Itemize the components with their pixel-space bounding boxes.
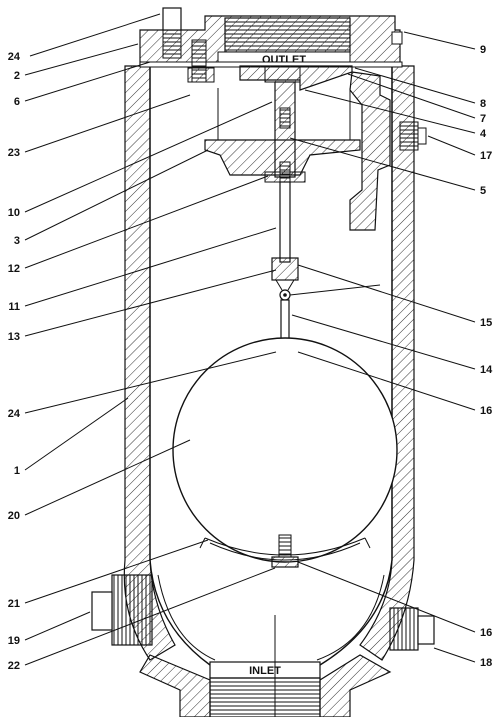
body-bottom-left (139, 654, 211, 717)
float-stud-lower (278, 534, 292, 558)
callout-12: 12 (8, 263, 20, 275)
callout-15: 15 (480, 317, 492, 329)
side-plug (399, 121, 419, 151)
inlet-opening: INLET (209, 661, 321, 717)
callout-9: 9 (480, 44, 486, 56)
cover-bolt-shank (162, 29, 182, 59)
body-bottom-curve (157, 574, 385, 661)
side-plug-head (417, 127, 427, 145)
baffle-tips (199, 537, 371, 549)
left-port-plug (91, 591, 113, 631)
lever-frame-right (349, 71, 391, 231)
cover-plug (391, 31, 403, 45)
callout-14: 14 (480, 364, 493, 376)
callout-5: 5 (480, 185, 486, 197)
callout-1: 1 (14, 465, 20, 477)
lever-pin (264, 171, 306, 183)
inlet-label: INLET (249, 665, 281, 677)
right-port-plug (417, 615, 435, 645)
callout-18: 18 (480, 657, 492, 669)
link-clevis (271, 257, 299, 281)
callout-3: 3 (14, 235, 20, 247)
lever-frame-left (217, 88, 351, 140)
float-baffle (204, 537, 366, 561)
callout-16-top: 16 (480, 405, 492, 417)
float-arm (279, 181, 291, 263)
callout-24-top: 24 (8, 51, 21, 63)
leader-lines (24, 13, 476, 666)
callout-8: 8 (480, 98, 486, 110)
callout-10: 10 (8, 207, 20, 219)
callout-24-float: 24 (8, 408, 21, 420)
right-side-port (389, 607, 435, 651)
callout-19: 19 (8, 635, 20, 647)
lever-mechanism (204, 65, 427, 379)
top-cover: OUTLET (139, 7, 403, 83)
callout-4: 4 (480, 128, 487, 140)
callout-20: 20 (8, 510, 20, 522)
callout-21: 21 (8, 598, 20, 610)
left-side-port (91, 574, 153, 646)
float-sphere (172, 337, 398, 563)
callout-11: 11 (8, 301, 20, 313)
link-pin-center (283, 293, 287, 297)
callout-6: 6 (14, 96, 20, 108)
left-port-threads (111, 574, 153, 646)
clevis-arms (275, 279, 295, 291)
orifice-button (264, 65, 301, 83)
callout-16-bottom: 16 (480, 627, 492, 639)
body-right-wall (359, 65, 415, 661)
callout-7: 7 (480, 113, 486, 125)
right-port-threads (389, 607, 419, 651)
callout-22: 22 (8, 660, 20, 672)
cover-bolt-head (162, 7, 182, 31)
body-bottom-right (319, 654, 392, 717)
stem-thread-upper (279, 107, 291, 129)
callout-2: 2 (14, 70, 20, 82)
seat-screw-boss (187, 67, 215, 83)
float-nut-lower (271, 556, 299, 568)
callout-13: 13 (8, 331, 20, 343)
callout-numbers: 24 2 6 23 10 3 12 11 13 24 1 20 21 19 22… (8, 44, 493, 672)
callout-17: 17 (480, 150, 492, 162)
float-ball (172, 337, 398, 568)
callout-23: 23 (8, 147, 20, 159)
outlet-threads (224, 17, 351, 53)
valve-body (123, 65, 415, 717)
